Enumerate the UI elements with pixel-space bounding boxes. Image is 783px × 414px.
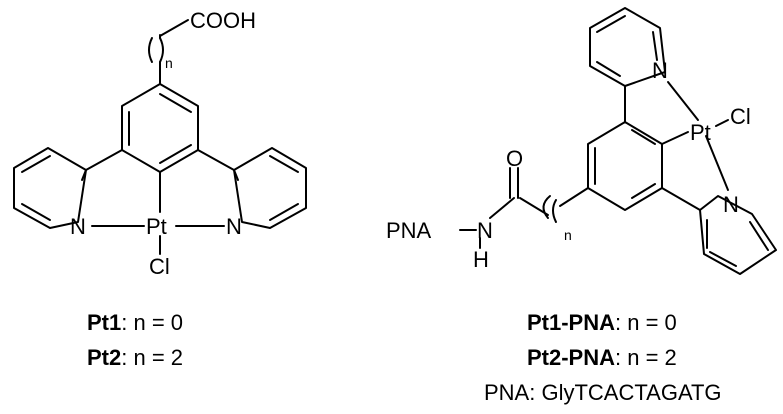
left-complex: COOH n N N [13,8,307,279]
caption-pt1-rest: : n = 0 [121,310,183,335]
left-captions: Pt1: n = 0 Pt2: n = 2 [87,310,183,370]
right-cl-label: Cl [730,104,751,129]
left-subscript-n: n [165,55,173,71]
left-pyridine-ring-1 [13,147,123,229]
right-subscript-n: n [564,227,572,243]
right-pyridine-ring-top [589,7,666,87]
right-pt-bonds [661,81,729,191]
right-central-benzene [587,85,663,211]
left-central-benzene [121,83,199,173]
left-pt-bonds [91,171,225,255]
right-amide-h-label: H [473,247,489,272]
caption-pt2-pna-name: Pt2-PNA [527,345,615,370]
caption-pt2-name: Pt2 [87,345,121,370]
caption-pna-sequence: PNA: GlyTCACTAGATG [484,380,722,405]
caption-pt1: Pt1: n = 0 [87,310,183,335]
caption-pt2-pna-rest: : n = 2 [615,345,677,370]
left-cooh-label: COOH [190,8,256,33]
caption-pt1-pna-name: Pt1-PNA [527,310,615,335]
left-n2-label: N [226,214,242,239]
left-pyridine-ring-2 [197,147,307,229]
caption-pt2-pna: Pt2-PNA: n = 2 [527,345,677,370]
caption-pt1-pna: Pt1-PNA: n = 0 [527,310,677,335]
left-pt-label: Pt [146,214,167,239]
right-captions: Pt1-PNA: n = 0 Pt2-PNA: n = 2 PNA: GlyTC… [484,310,722,405]
right-oxygen-label: O [506,146,523,171]
caption-pt2: Pt2: n = 2 [87,345,183,370]
caption-pt2-rest: : n = 2 [121,345,183,370]
caption-pt1-name: Pt1 [87,310,121,335]
right-n-top-label: N [652,58,668,83]
right-amide-n-label: N [477,218,493,243]
left-cl-label: Cl [149,254,170,279]
left-n1-label: N [70,214,86,239]
left-alkyl-chain [148,19,189,85]
right-pna-label: PNA [386,218,432,243]
right-amide-bonds [459,167,519,249]
right-pt-label: Pt [690,120,711,145]
right-n-bottom-label: N [723,192,739,217]
right-complex: N Pt Cl N [386,7,777,275]
right-alkyl-chain [519,187,589,223]
caption-pt1-pna-rest: : n = 0 [615,310,677,335]
right-pyridine-ring-bottom [661,187,777,275]
